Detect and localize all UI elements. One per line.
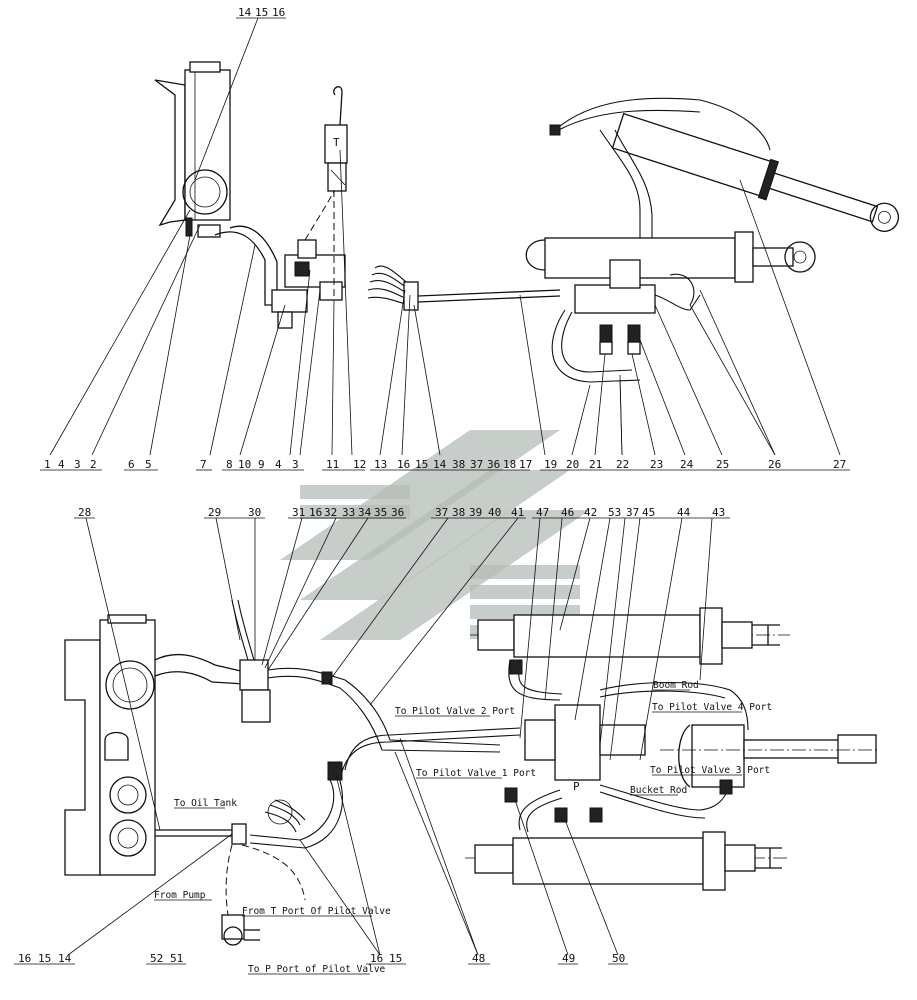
callout: 30: [248, 506, 261, 519]
callout: 15: [255, 6, 268, 19]
callouts-top-row: 1 4 3 2 6 5 7 8 10 9 4 3 11 12 13 16 15 …: [44, 458, 846, 471]
callout: 48: [472, 952, 485, 965]
callout: 19: [544, 458, 557, 471]
pilot-valve-lever: T: [324, 86, 348, 300]
callout: 51: [170, 952, 183, 965]
callout: 14: [238, 6, 252, 19]
callout: 7: [200, 458, 207, 471]
callout: 1: [44, 458, 51, 471]
callout: 22: [616, 458, 629, 471]
note-to-pilot-valve-2: To Pilot Valve 2 Port: [395, 706, 515, 717]
callout: 3: [74, 458, 81, 471]
callout: 50: [612, 952, 625, 965]
callout: 23: [650, 458, 663, 471]
note-from-t-port: From T Port Of Pilot Valve: [242, 906, 391, 917]
callouts-bottom-row: 16 15 14 52 51 48 16 15 49 50: [18, 952, 625, 965]
note-to-pilot-valve-4: To Pilot Valve 4 Port: [652, 702, 772, 713]
callout: 31: [292, 506, 305, 519]
top-cylinders: [525, 97, 900, 383]
callout: 28: [78, 506, 91, 519]
callout: 9: [258, 458, 265, 471]
annotations: To Pilot Valve 2 Port To Pilot Valve 1 P…: [154, 680, 772, 975]
callout: 4: [58, 458, 65, 471]
callout: 53: [608, 506, 621, 519]
callout: 38: [452, 458, 465, 471]
callout: 45: [642, 506, 655, 519]
note-to-p-port: To P Port of Pilot Valve: [248, 964, 386, 975]
callout: 5: [145, 458, 152, 471]
callout: 37: [435, 506, 448, 519]
callouts-mid-row: 28 29 30 31 16 32 33 34 35 36 37 38 39 4…: [78, 506, 725, 519]
callout: 33: [342, 506, 355, 519]
bottom-pilot-hoses: [155, 667, 521, 946]
callout: 40: [488, 506, 501, 519]
callout: 21: [589, 458, 602, 471]
bottom-tank-pump: [64, 599, 271, 876]
callout: 36: [487, 458, 500, 471]
callout: 47: [536, 506, 549, 519]
callout: 2: [90, 458, 97, 471]
callout: 42: [584, 506, 597, 519]
callout: 6: [128, 458, 135, 471]
note-to-oil-tank: To Oil Tank: [174, 798, 237, 809]
callout: 37: [470, 458, 483, 471]
callout: 4: [275, 458, 282, 471]
callout-underlines: [14, 17, 850, 965]
callout: 16: [370, 952, 383, 965]
callout: 25: [716, 458, 729, 471]
callout: 18: [503, 458, 516, 471]
callout: 39: [469, 506, 482, 519]
callout: 27: [833, 458, 846, 471]
callout: 38: [452, 506, 465, 519]
callout: 17: [519, 458, 532, 471]
valve-t-label: T: [333, 136, 340, 149]
note-to-pilot-valve-3: To Pilot Valve 3 Port: [650, 765, 770, 776]
callout: 41: [511, 506, 524, 519]
callout: 37: [626, 506, 639, 519]
callouts-top-upper: 14 15 16: [238, 6, 285, 19]
callout: 16: [18, 952, 31, 965]
note-boom-rod: Boom Rod: [653, 680, 699, 691]
callout: 14: [433, 458, 447, 471]
callout: 44: [677, 506, 691, 519]
callout: 15: [389, 952, 402, 965]
callout: 46: [561, 506, 574, 519]
callout: 49: [562, 952, 575, 965]
callout: 16: [397, 458, 410, 471]
callout: 20: [566, 458, 579, 471]
callout: 11: [326, 458, 339, 471]
valve-p-label: P: [573, 780, 580, 793]
callout: 34: [358, 506, 372, 519]
callout: 14: [58, 952, 72, 965]
callout: 35: [374, 506, 387, 519]
callout: 16: [272, 6, 285, 19]
callout: 12: [353, 458, 366, 471]
bottom-cylinders: P: [465, 607, 880, 891]
callout: 15: [38, 952, 51, 965]
callout: 29: [208, 506, 221, 519]
callout: 36: [391, 506, 404, 519]
callout: 10: [238, 458, 251, 471]
note-from-pump: From Pump: [154, 890, 206, 901]
callout: 43: [712, 506, 725, 519]
callout: 24: [680, 458, 694, 471]
leader-lines: [49, 17, 841, 975]
callout: 15: [415, 458, 428, 471]
callout: 32: [324, 506, 337, 519]
callout: 52: [150, 952, 163, 965]
callout: 26: [768, 458, 781, 471]
note-bucket-rod: Bucket Rod: [630, 785, 687, 796]
callout: 13: [374, 458, 387, 471]
note-to-pilot-valve-1: To Pilot Valve 1 Port: [416, 768, 536, 779]
callout: 16: [309, 506, 322, 519]
callout: 8: [226, 458, 233, 471]
top-hose-bundle: [367, 265, 561, 311]
hydraulic-tank-assembly: [154, 61, 346, 329]
callout: 3: [292, 458, 299, 471]
